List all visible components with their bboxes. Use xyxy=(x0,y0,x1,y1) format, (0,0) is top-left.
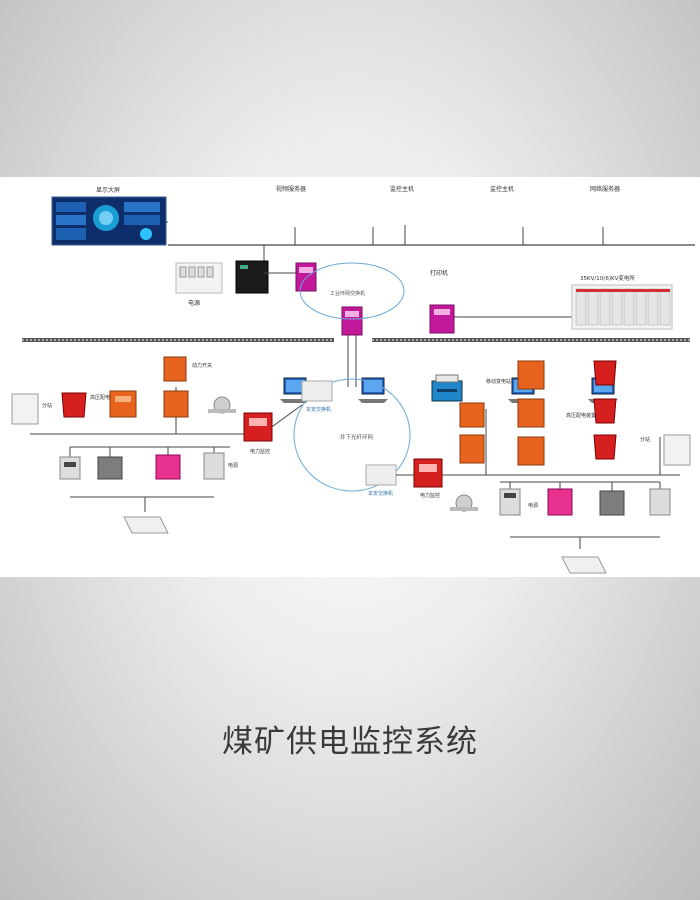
right-hv-switch-2[interactable] xyxy=(593,398,617,424)
network-server-label: 网络服务器 xyxy=(590,185,620,193)
left-substation-box[interactable] xyxy=(11,393,39,425)
right-flow-sensor[interactable] xyxy=(450,494,478,512)
left-sensor-3[interactable] xyxy=(155,454,181,480)
left-label-2: 动力开关 xyxy=(192,362,212,369)
left-orange-switch-2[interactable] xyxy=(163,356,187,382)
monitor-host-1-label: 监控主机 xyxy=(390,185,414,193)
intrinsic-switch-right-label: 本安交换机 xyxy=(368,490,393,497)
right-power-monitor-label: 电力监控 xyxy=(420,492,440,499)
monitor-host-2-label: 监控主机 xyxy=(490,185,514,193)
right-orange-switch-1[interactable] xyxy=(459,402,485,428)
right-orange-switch-2[interactable] xyxy=(459,434,485,464)
right-orange-switch-3[interactable] xyxy=(517,360,545,390)
left-power-monitor[interactable] xyxy=(243,412,273,442)
substation-cabinets[interactable] xyxy=(571,284,673,330)
left-orange-switch-3[interactable] xyxy=(163,390,189,418)
industrial-ring-switch-2[interactable] xyxy=(341,306,363,336)
display-screen[interactable] xyxy=(51,196,168,246)
diagram-body: 电源 工业环网交换机 打印机 35KV/10(6)KV变电所 xyxy=(11,225,691,574)
printer-label: 打印机 xyxy=(430,269,448,277)
underground-ring-network xyxy=(293,378,411,492)
printer-switch-cabinet[interactable] xyxy=(429,304,455,334)
left-sensor-1[interactable] xyxy=(59,456,81,480)
intrinsic-switch-right[interactable] xyxy=(365,464,397,486)
right-sensor-2[interactable] xyxy=(547,488,573,516)
display-screen-label: 显示大屏 xyxy=(96,186,120,194)
left-orange-switch-1[interactable] xyxy=(109,390,137,418)
video-server-label: 视频服务器 xyxy=(276,185,306,193)
right-sensor-1[interactable] xyxy=(499,488,521,516)
left-power-monitor-label: 电力监控 xyxy=(250,448,270,455)
ups-label: 电源 xyxy=(188,299,200,307)
industrial-ring-switch-1[interactable] xyxy=(295,262,317,292)
left-label-1: 高压配电装置 xyxy=(90,394,120,401)
left-label-0: 分站 xyxy=(42,402,52,409)
ground-surface-line xyxy=(22,338,690,342)
left-flow-sensor[interactable] xyxy=(208,396,236,414)
right-orange-switch-4[interactable] xyxy=(517,398,545,428)
left-sensor-2[interactable] xyxy=(97,456,123,480)
left-hv-switch[interactable] xyxy=(61,392,87,418)
substation-label: 35KV/10(6)KV变电所 xyxy=(580,274,635,282)
top-drop-lines xyxy=(263,225,604,273)
left-sensor-4[interactable] xyxy=(203,452,225,480)
left-label-3: 电源 xyxy=(228,462,238,469)
right-sensor-3[interactable] xyxy=(599,490,625,516)
diagram-svg: 显示大屏 视频服务器 监控主机 监控主机 网络服务器 xyxy=(51,185,695,403)
right-label-2: 电源 xyxy=(528,502,538,509)
surface-ring-label: 工业环网交换机 xyxy=(330,290,365,297)
right-hv-switch-1[interactable] xyxy=(593,360,617,386)
right-sensor-4[interactable] xyxy=(649,488,671,516)
intrinsic-switch-left-label: 本安交换机 xyxy=(306,406,331,413)
right-label-1: 高压配电装置 xyxy=(566,412,596,419)
ups-power-cabinet[interactable] xyxy=(175,260,269,294)
right-orange-switch-5[interactable] xyxy=(517,436,545,466)
system-diagram: 显示大屏 视频服务器 监控主机 监控主机 网络服务器 xyxy=(0,177,700,577)
intrinsic-switch-left[interactable] xyxy=(301,380,333,402)
underground-ring-label: 井下光纤环网 xyxy=(340,433,374,441)
printer-device-icon[interactable] xyxy=(431,374,463,402)
right-power-monitor[interactable] xyxy=(413,458,443,488)
page-title: 煤矿供电监控系统 xyxy=(222,724,478,760)
right-bottom-device[interactable] xyxy=(561,556,607,574)
left-bottom-device[interactable] xyxy=(123,516,169,534)
right-label-3: 分站 xyxy=(640,436,650,443)
monitor-host-1-icon[interactable] xyxy=(358,377,388,403)
surface-ring-network xyxy=(299,262,405,320)
right-substation-box[interactable] xyxy=(663,434,691,466)
right-hv-switch-3[interactable] xyxy=(593,434,617,460)
right-label-0: 移动变电站 xyxy=(486,378,511,385)
